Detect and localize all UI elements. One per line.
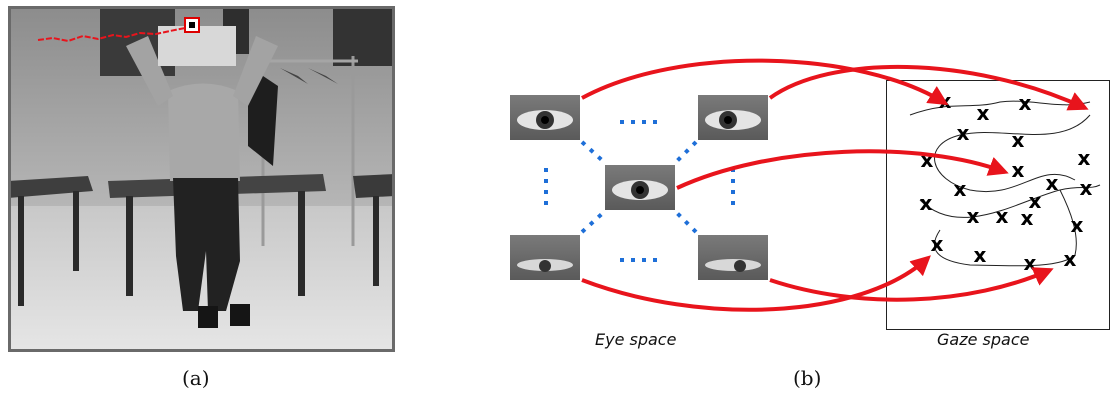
gaze-marker: x [977,101,990,125]
gaze-marker: x [1029,189,1042,213]
gaze-marker: x [957,121,970,145]
gaze-space-label: Gaze space [937,330,1030,349]
eye-image-top-left [510,95,580,140]
person-trousers [173,178,240,311]
mapping-arrows [581,58,1089,312]
arrow-top-right [768,64,1089,111]
panel-b-label: (b) [793,366,822,390]
eye-image-center [605,165,675,210]
panel-a-label: (a) [182,366,210,390]
eye-image-bottom-left [510,235,580,280]
gaze-marker: x [996,204,1009,228]
gaze-marker: x [1080,176,1093,200]
person-sweater [168,83,240,181]
panel-a-photo [8,6,395,352]
gaze-marker: x [974,243,987,267]
gaze-path [909,100,1101,267]
photo-scene [8,6,395,352]
photo-image [8,6,395,352]
eye-grid-dots [544,120,735,262]
gaze-marker: x [920,191,933,215]
arrow-bottom-right [769,267,1054,302]
gaze-marker: x [921,148,934,172]
gaze-marker: x [954,177,967,201]
arrow-center [676,149,1009,190]
gaze-marker: x [967,204,980,228]
gaze-marker: x [1012,128,1025,152]
eye-space-label: Eye space [595,330,677,349]
gaze-marker: x [1078,146,1091,170]
eye-image-bottom-right [698,235,768,280]
gaze-markers: x x x x x x x x x x x x x x x x x x x x … [920,89,1093,275]
gaze-marker: x [1021,206,1034,230]
gaze-marker: x [1012,158,1025,182]
gaze-marker: x [1046,171,1059,195]
wall-poster-right [333,6,395,66]
gaze-marker: x [1071,213,1084,237]
panel-b-diagram: x x x x x x x x x x x x x x x x x x x x … [500,40,1110,360]
gaze-marker: x [931,232,944,256]
gaze-marker: x [1064,247,1077,271]
arrow-bottom-left [581,255,931,312]
gaze-marker: x [1019,91,1032,115]
gaze-marker: x [1024,251,1037,275]
gaze-trajectory [37,27,186,43]
mapping-diagram: x x x x x x x x x x x x x x x x x x x x … [510,58,1101,312]
eye-image-top-right [698,95,768,140]
arrow-top-left [581,58,949,106]
